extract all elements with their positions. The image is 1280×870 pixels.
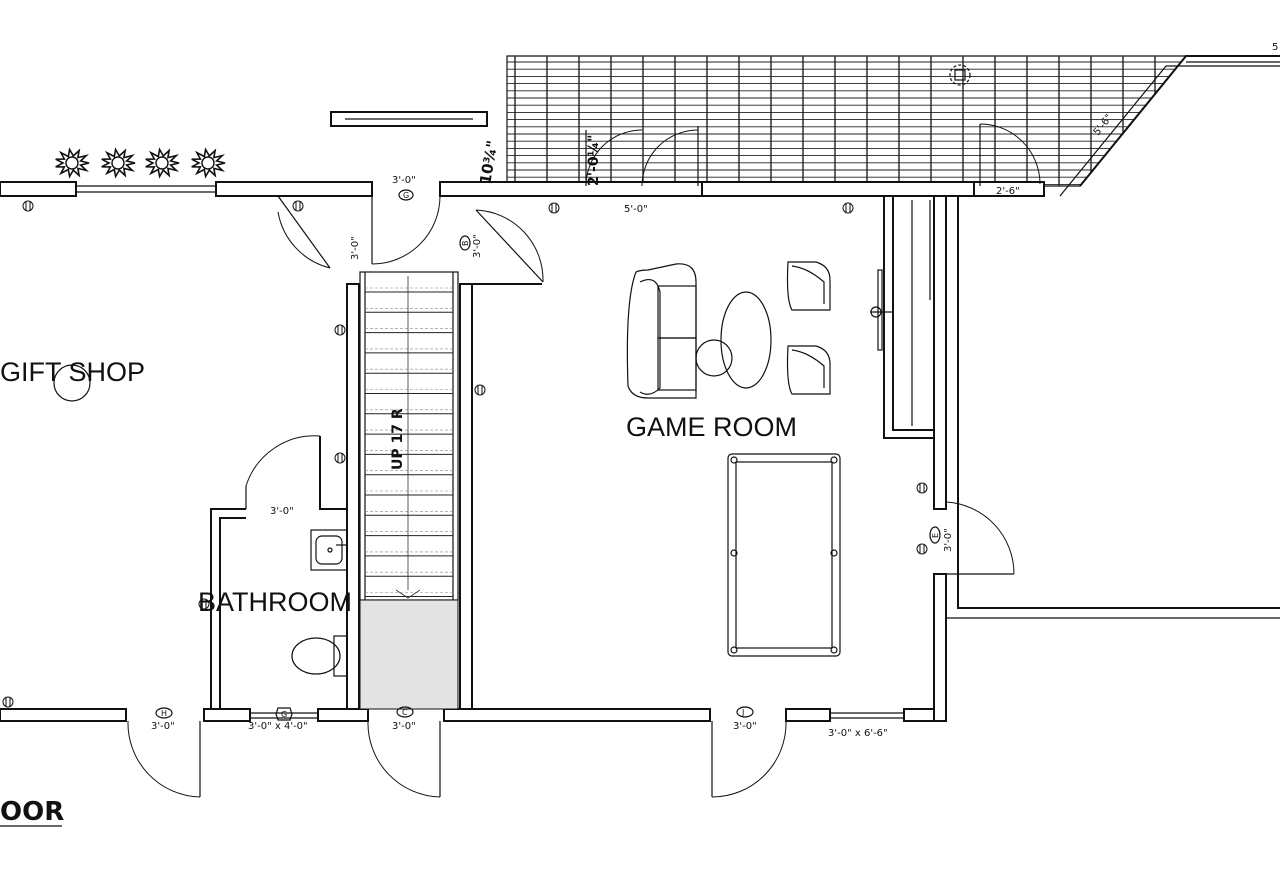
tag-top-door: G <box>398 189 414 201</box>
svg-text:J: J <box>741 708 744 717</box>
svg-text:G: G <box>403 191 409 200</box>
svg-text:H: H <box>161 709 167 718</box>
sink-icon <box>310 529 348 571</box>
room-label-game-room: GAME ROOM <box>626 412 797 442</box>
interior-walls <box>210 196 934 710</box>
svg-text:C: C <box>402 708 408 717</box>
dim-bottom-window-g: 3'-0" x 4'-0" <box>248 721 308 732</box>
shrub-icon <box>55 147 90 179</box>
room-label-gift-shop: GIFT SHOP <box>0 357 145 387</box>
outlet-icons <box>2 200 928 708</box>
dim-porch-right: 2'-6" <box>996 186 1020 197</box>
dim-bath-door: 3'-0" <box>270 506 294 517</box>
coffee-table-icon <box>695 291 772 389</box>
outlet-icon <box>292 200 304 212</box>
outlet-icon <box>548 202 560 214</box>
outlet-icon <box>916 482 928 494</box>
dim-bottom-door-c: 3'-0" <box>392 721 416 732</box>
floor-title-text: OOR <box>0 797 64 827</box>
porch-deck <box>506 55 1280 197</box>
dim-porch-angled: 10¾" <box>476 139 501 186</box>
shrub-icons <box>55 147 226 179</box>
tag-bottom-g: G <box>275 707 293 721</box>
room-label-bathroom: BATHROOM <box>198 587 352 617</box>
sectional-sofa-icon <box>626 263 697 399</box>
svg-text:G: G <box>281 710 287 719</box>
outlet-icon <box>334 324 346 336</box>
dim-side-door: 3'-0" <box>943 528 954 552</box>
shrub-icon <box>101 147 136 179</box>
dim-bottom-door-j: 3'-0" <box>733 721 757 732</box>
armchair-icon <box>786 261 831 311</box>
dim-top-right-edge: 5 <box>1272 42 1278 53</box>
outlet-icon <box>474 384 486 396</box>
exterior-walls <box>0 181 1280 722</box>
dim-porch-depth: 2'-0¼" <box>586 135 602 186</box>
tag-bottom-c: C <box>396 706 414 718</box>
dim-right-door-vertical: 3'-0" <box>472 234 483 258</box>
deck-post-icon <box>949 64 971 86</box>
tag-bottom-h: H <box>155 707 173 719</box>
stair-direction-label: UP 17 R <box>390 408 406 470</box>
dim-bottom-door-h: 3'-0" <box>151 721 175 732</box>
armchair-icon <box>786 345 831 395</box>
doors <box>127 123 1041 798</box>
staircase <box>359 271 459 710</box>
dim-bottom-window-right: 3'-0" x 6'-6" <box>828 728 888 739</box>
tag-side-e: E <box>929 526 941 544</box>
dim-left-door-vertical: 3'-0" <box>350 236 361 260</box>
outlet-icon <box>916 543 928 555</box>
outlet-icon <box>198 598 210 610</box>
bench <box>330 111 488 127</box>
toilet-icon <box>291 635 348 677</box>
svg-text:B: B <box>461 241 470 247</box>
outlet-icon <box>2 696 14 708</box>
shrub-icon <box>191 147 226 179</box>
ceiling-light-icon <box>53 364 91 402</box>
television-icon <box>870 269 892 351</box>
svg-text:E: E <box>931 533 940 538</box>
dim-top-door: 3'-0" <box>392 175 416 186</box>
shrub-icon <box>145 147 180 179</box>
stair-landing <box>359 599 459 710</box>
tag-right-door: B <box>459 235 471 251</box>
outlet-icon <box>334 452 346 464</box>
floor-title: OOR <box>0 797 64 827</box>
outlet-icon <box>842 202 854 214</box>
dim-porch-opening: 5'-0" <box>624 204 648 215</box>
outlet-icon <box>22 200 34 212</box>
tag-bottom-j: J <box>736 706 754 718</box>
pool-table-icon <box>727 453 841 657</box>
